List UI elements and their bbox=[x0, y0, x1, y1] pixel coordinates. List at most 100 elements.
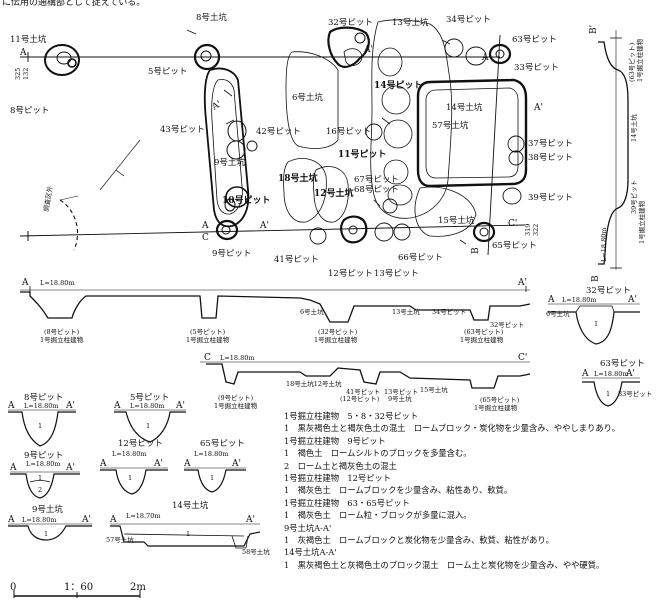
note-line: 1号掘立柱建物 12号ピット bbox=[284, 473, 392, 484]
pit-6-outline bbox=[285, 51, 339, 149]
small-section-32 bbox=[548, 303, 640, 345]
note-line: 1号掘立柱建物 9号ピット bbox=[284, 435, 386, 446]
label-p8top: 8号土坑 bbox=[196, 12, 227, 23]
label-p6: 6号土坑 bbox=[292, 92, 323, 103]
s8-ap: A' bbox=[65, 401, 75, 411]
s12-elev: L=18.80m bbox=[112, 450, 147, 458]
s14k-ap: A' bbox=[245, 515, 255, 525]
s9-title: 9号ピット bbox=[24, 451, 63, 461]
sa-letter-a: A bbox=[21, 278, 29, 288]
section-line-c bbox=[19, 224, 526, 237]
s65-one: 1 bbox=[210, 474, 214, 482]
s63-sub: 33号ピット bbox=[618, 390, 652, 398]
s14k-one: 1 bbox=[186, 530, 190, 538]
s9k-one: 1 bbox=[44, 530, 48, 538]
note-line: 1 灰褐色土 ロームブロックと炭化物を少量含み、軟質、粘性があり。 bbox=[284, 535, 554, 546]
sc-l9: (65号ピット) bbox=[480, 396, 520, 404]
small-section-65 bbox=[184, 467, 246, 493]
section-c-labels: C L=18.80m C' (9号ピット) 1号掘立柱建物 18号土坑12号土坑… bbox=[204, 353, 527, 412]
b-v3: 14号土坑 bbox=[629, 114, 638, 142]
label-p10: 10号ピット bbox=[222, 194, 271, 206]
small-section-12 bbox=[100, 467, 168, 495]
survey-boundary bbox=[59, 199, 78, 251]
pit-18-outline bbox=[283, 158, 327, 223]
small-section-9k bbox=[8, 523, 92, 541]
label-p39: 39号ピット bbox=[528, 193, 573, 203]
s32-sub: 6号土坑 bbox=[546, 309, 570, 318]
s12-title: 12号ピット bbox=[118, 439, 163, 449]
pit-11-outline bbox=[44, 44, 80, 76]
plan-letter-ap2: A' bbox=[533, 103, 543, 113]
label-p12: 12号土坑 bbox=[314, 187, 354, 199]
scale-end: 2m bbox=[130, 582, 146, 593]
s9-two: 2 bbox=[38, 486, 42, 494]
sc-l5: (12号ピット) bbox=[340, 395, 380, 403]
s14k-57: 57号土坑 bbox=[106, 535, 134, 544]
note-line: 2 ローム土と褐灰色土の混土 bbox=[284, 460, 397, 471]
label-p9: 9号土坑 bbox=[214, 157, 245, 168]
s32-a: A bbox=[547, 295, 555, 305]
s5-title: 5号ピット bbox=[130, 393, 169, 403]
s63-elev: L=18.80m bbox=[594, 370, 629, 378]
label-p34: 34号ピット bbox=[446, 15, 491, 25]
misc-132: 132 bbox=[22, 68, 30, 80]
sa-l9: 34号ピット bbox=[432, 308, 466, 316]
sc-letter-c: C bbox=[204, 353, 211, 363]
s9-a: A bbox=[9, 463, 17, 473]
sa-letter-ap: A' bbox=[517, 278, 527, 288]
pit-12-outline bbox=[340, 215, 368, 244]
s5-ap: A' bbox=[175, 401, 185, 411]
label-p5: 5号ピット bbox=[148, 67, 187, 77]
sa-l11: 1号掘立柱建物 bbox=[460, 335, 504, 344]
sa-l5: 6号土坑 bbox=[300, 307, 324, 316]
s9k-elev: L=18.80m bbox=[22, 516, 57, 524]
s65-ap: A' bbox=[231, 459, 241, 469]
sc-l3: 18号土坑12号土坑 bbox=[286, 379, 342, 388]
sa-l8: 13号土坑 bbox=[392, 307, 420, 316]
legend-notes: 1号掘立柱建物 5・8・32号ピット 1 黒灰褐色土と褐灰色土の混土 ロームブロ… bbox=[284, 410, 664, 571]
plan-letter-ap4: A' bbox=[210, 99, 224, 113]
s32-ap: A' bbox=[627, 295, 637, 305]
b-v1: (63号ピット) bbox=[628, 42, 636, 82]
label-p37: 37号ピット bbox=[528, 139, 573, 149]
label-p38: 38号ピット bbox=[528, 153, 573, 163]
small-section-63 bbox=[582, 377, 640, 407]
s32-one: 1 bbox=[594, 320, 598, 328]
scale-zero: 0 bbox=[10, 582, 16, 593]
misc-322: 322 bbox=[532, 224, 540, 236]
scale-ratio: 1：60 bbox=[64, 582, 93, 593]
s14k-58: 58号土坑 bbox=[242, 547, 270, 556]
s9k-ap: A' bbox=[81, 515, 91, 525]
s9-one: 1 bbox=[38, 474, 42, 482]
b-elev: L=18.80m bbox=[600, 227, 608, 262]
scale-bar bbox=[13, 590, 141, 598]
label-p16: 16号ピット bbox=[326, 127, 371, 137]
sa-l6: (32号ピット) bbox=[318, 328, 358, 336]
pit-5-outline bbox=[193, 43, 221, 71]
plan-letter-a2: A bbox=[481, 53, 489, 63]
section-c-profile bbox=[200, 361, 531, 389]
sa-l4: 1号掘立柱建物 bbox=[186, 335, 230, 344]
label-p9pit: 9号ピット bbox=[212, 249, 251, 259]
label-p65: 65号ピット bbox=[492, 241, 537, 251]
s14k-title: 14号土坑 bbox=[172, 500, 209, 511]
s63-one: 1 bbox=[606, 390, 610, 398]
pit-32-outline bbox=[327, 26, 370, 68]
pit-14-outline bbox=[416, 78, 528, 188]
label-p13: 13号土坑 bbox=[392, 17, 429, 28]
note-line: 1 褐灰色土 ローム粒・ブロックが多量に混入。 bbox=[284, 510, 472, 521]
pit-9-long-outline bbox=[203, 67, 250, 228]
plan-labels: 11号土坑 8号ピット 8号土坑 5号ピット 32号ピット 13号土坑 34号ピ… bbox=[10, 12, 573, 279]
sa-l3: (5号ピット) bbox=[190, 328, 226, 336]
s65-elev: L=18.80m bbox=[194, 450, 229, 458]
small-section-8 bbox=[8, 409, 76, 447]
plan-letter-a3: A bbox=[201, 221, 209, 231]
label-p66: 66号ピット bbox=[398, 253, 443, 263]
section-b-profile bbox=[598, 30, 629, 270]
label-p13pit: 13号ピット bbox=[374, 269, 419, 279]
s9-elev: L=18.80m bbox=[26, 460, 61, 468]
s12-a: A bbox=[99, 459, 107, 469]
label-p67: 67号ピット bbox=[354, 175, 399, 185]
pit-12k-outline bbox=[313, 166, 349, 223]
